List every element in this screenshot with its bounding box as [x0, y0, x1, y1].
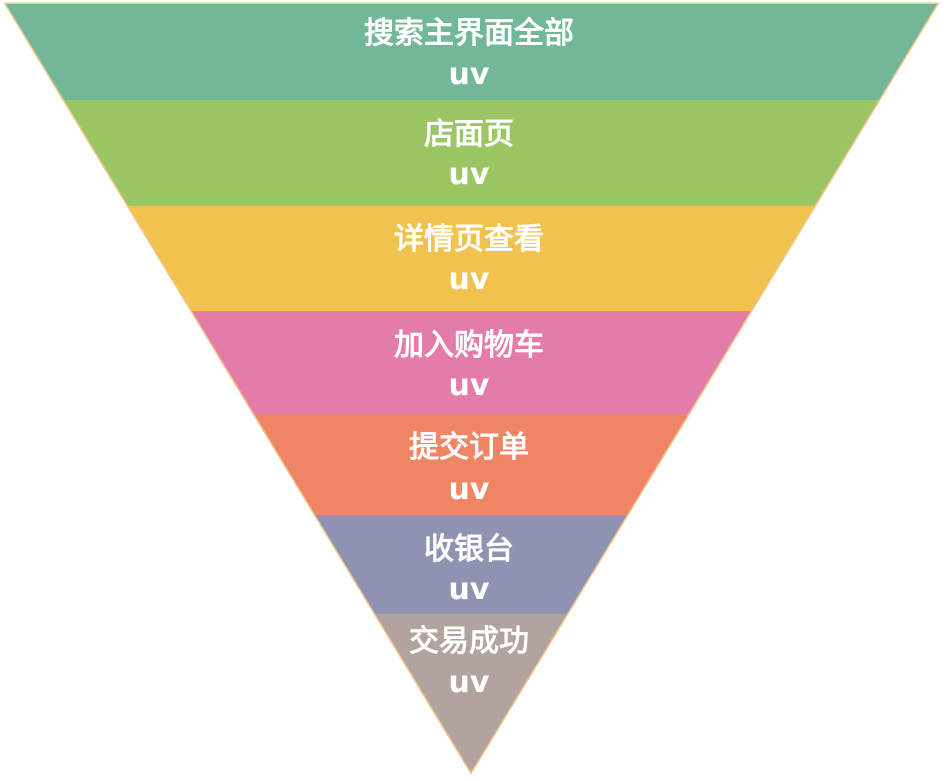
- stage-metric: uv: [449, 572, 490, 607]
- stage-band: [315, 515, 627, 614]
- funnel-stage-checkout: 收银台 uv: [315, 515, 627, 614]
- stage-metric: uv: [449, 262, 490, 297]
- stage-label: 详情页查看: [394, 222, 544, 257]
- stage-metric: uv: [449, 57, 490, 92]
- stage-label: 店面页: [424, 117, 514, 152]
- stage-metric: uv: [449, 157, 490, 192]
- funnel-stage-add-to-cart: 加入购物车 uv: [191, 311, 751, 414]
- stage-label: 提交订单: [409, 430, 529, 465]
- stage-band: [191, 311, 751, 414]
- funnel-stage-transaction-success: 交易成功 uv: [375, 614, 567, 772]
- stage-band: [254, 414, 689, 515]
- funnel-stage-search-all: 搜索主界面全部 uv: [6, 4, 937, 100]
- stage-label: 交易成功: [409, 624, 529, 659]
- stage-metric: uv: [449, 665, 490, 700]
- stage-band: [375, 614, 567, 772]
- stage-band: [6, 4, 937, 100]
- stage-label: 搜索主界面全部: [364, 16, 574, 51]
- funnel-stage-submit-order: 提交订单 uv: [254, 414, 689, 515]
- funnel-stage-store-page: 店面页 uv: [64, 100, 879, 206]
- funnel-stage-detail-view: 详情页查看 uv: [128, 206, 815, 311]
- stage-band: [128, 206, 815, 311]
- stage-metric: uv: [449, 472, 490, 507]
- stage-metric: uv: [449, 368, 490, 403]
- stage-label: 加入购物车: [394, 328, 544, 363]
- stage-band: [64, 100, 879, 206]
- stage-label: 收银台: [424, 532, 514, 567]
